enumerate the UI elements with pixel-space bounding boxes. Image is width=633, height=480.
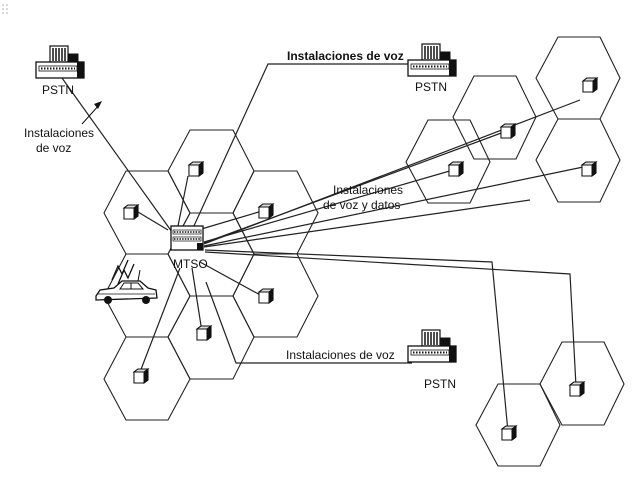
voice-left-label-line1: Instalaciones bbox=[24, 126, 94, 140]
lower-right-cell-cluster bbox=[475, 341, 625, 467]
cell-hexagon bbox=[535, 118, 621, 203]
base-station-box-icon bbox=[569, 381, 585, 397]
voice-top-label: Instalaciones de voz bbox=[287, 49, 404, 63]
mtso-label: MTSO bbox=[173, 257, 208, 271]
connection-lines bbox=[61, 63, 589, 433]
voice-bottom-label: Instalaciones de voz bbox=[286, 348, 395, 362]
upper-right-cell-cluster bbox=[405, 36, 621, 204]
mobile-antenna-icon bbox=[111, 259, 135, 285]
base-station-box-icon bbox=[133, 368, 149, 384]
radio-tower-icon bbox=[561, 57, 573, 96]
mobile-car-icon bbox=[95, 269, 158, 304]
cell-hexagon bbox=[232, 253, 319, 338]
base-station-box-icon bbox=[581, 161, 597, 177]
cell-hexagon bbox=[475, 383, 561, 467]
base-station-box-icon bbox=[188, 161, 204, 177]
radio-tower-icon bbox=[545, 361, 557, 400]
pstn-left-label: PSTN bbox=[42, 83, 74, 97]
voice-left-label-line2: de voz bbox=[36, 141, 71, 155]
base-station-box-icon bbox=[448, 161, 464, 177]
corner-dots bbox=[2, 4, 8, 14]
base-station-box-icon bbox=[123, 204, 139, 220]
radio-tower-icon bbox=[174, 305, 186, 344]
cell-hexagon bbox=[535, 36, 621, 120]
cell-hexagon bbox=[539, 341, 625, 426]
mtso-switch-icon bbox=[170, 225, 204, 251]
left-cell-cluster bbox=[103, 129, 319, 421]
base-station-box-icon bbox=[258, 203, 274, 219]
cell-hexagon bbox=[405, 119, 491, 204]
annotation-arrow bbox=[81, 101, 102, 125]
radio-tower-icon bbox=[237, 267, 249, 306]
base-station-box-icon bbox=[500, 123, 516, 139]
pstn-bottom-label: PSTN bbox=[424, 377, 456, 391]
base-station-box-icon bbox=[196, 325, 212, 341]
pstn-left-building-icon bbox=[35, 45, 85, 79]
pstn-bottom-building-icon bbox=[407, 329, 457, 363]
voice-data-label-line2: de voz y datos bbox=[323, 198, 400, 212]
base-station-box-icon bbox=[258, 288, 274, 304]
voice-data-label-line1: Instalaciones bbox=[333, 183, 403, 197]
base-station-box-icon bbox=[501, 425, 517, 441]
radio-tower-icon bbox=[481, 403, 493, 442]
cell-hexagon bbox=[167, 129, 255, 214]
base-station-box-icon bbox=[582, 77, 598, 93]
cell-hexagon bbox=[103, 336, 191, 421]
pstn-top-label: PSTN bbox=[415, 80, 447, 94]
pstn-top-building-icon bbox=[407, 43, 457, 77]
